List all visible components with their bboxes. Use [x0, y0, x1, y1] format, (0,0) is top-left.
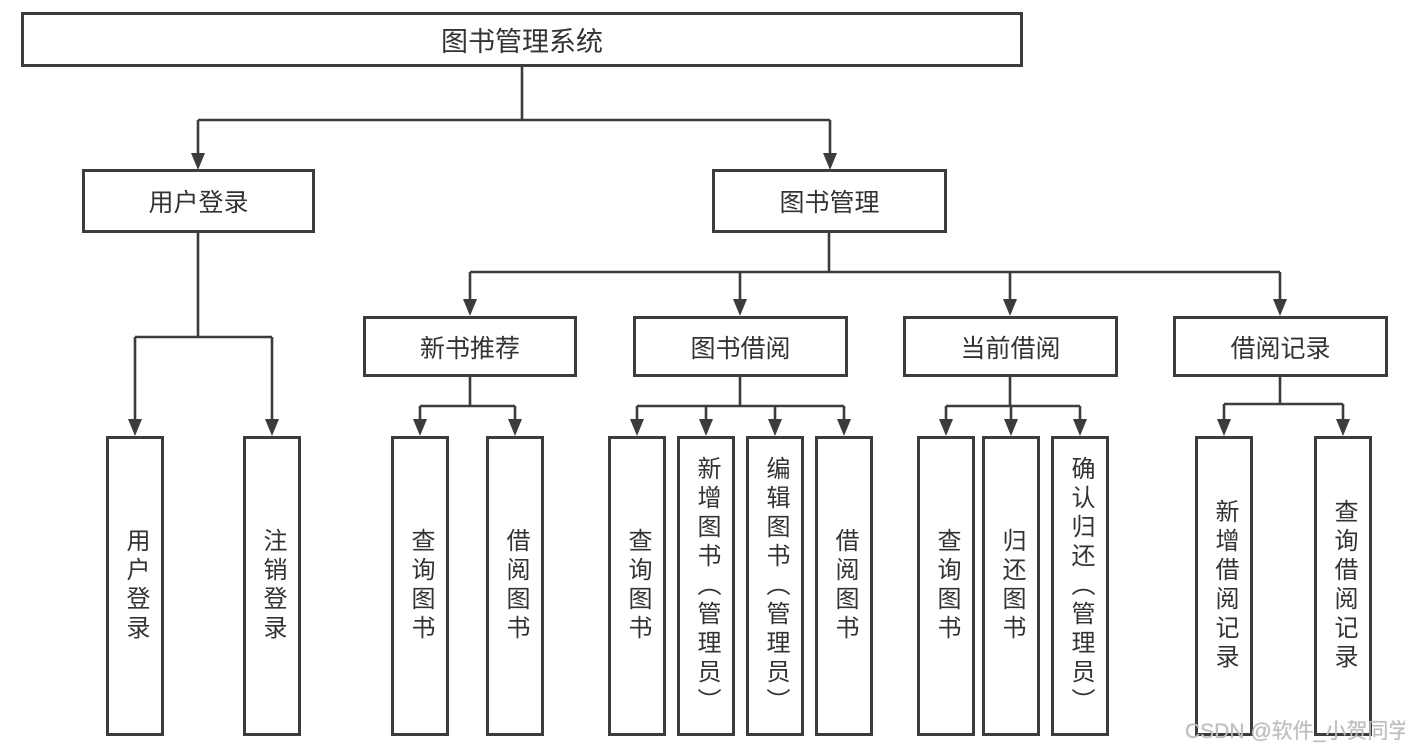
csdn-watermark: CSDN @软件_小贺同学 — [1185, 720, 1405, 743]
node-label: 新增图书（管理员） — [693, 455, 720, 717]
leaf-borrow-books-1: 借阅图书 — [486, 436, 544, 736]
node-label: 借阅图书 — [502, 528, 529, 644]
node-borrowing-records: 借阅记录 — [1173, 316, 1388, 377]
node-label: 查询图书 — [407, 528, 434, 644]
node-label: 查询图书 — [933, 528, 960, 644]
leaf-edit-books-admin: 编辑图书（管理员） — [746, 436, 804, 736]
node-library-management-system: 图书管理系统 — [21, 12, 1023, 67]
node-current-borrowing: 当前借阅 — [903, 316, 1118, 377]
node-label: 编辑图书（管理员） — [762, 455, 789, 717]
leaf-query-books-2: 查询图书 — [608, 436, 666, 736]
node-label: 确认归还（管理员） — [1067, 455, 1094, 717]
node-new-book-recommend: 新书推荐 — [363, 316, 577, 377]
node-user-login-branch: 用户登录 — [82, 169, 315, 233]
node-label: 图书管理系统 — [441, 27, 603, 57]
leaf-confirm-return-admin: 确认归还（管理员） — [1051, 436, 1109, 736]
leaf-logout: 注销登录 — [243, 436, 301, 736]
node-label: 用户登录 — [122, 528, 149, 644]
node-label: 查询借阅记录 — [1330, 499, 1357, 673]
leaf-return-books: 归还图书 — [982, 436, 1040, 736]
node-label: 借阅记录 — [1230, 334, 1331, 363]
leaf-borrow-books-2: 借阅图书 — [815, 436, 873, 736]
node-label: 图书管理 — [779, 189, 880, 217]
leaf-user-login: 用户登录 — [106, 436, 164, 736]
leaf-add-books-admin: 新增图书（管理员） — [677, 436, 735, 736]
leaf-query-books-1: 查询图书 — [391, 436, 449, 736]
node-label: 归还图书 — [998, 528, 1025, 644]
node-label: 新书推荐 — [419, 334, 520, 363]
node-book-borrowing: 图书借阅 — [633, 316, 848, 377]
leaf-add-borrow-record: 新增借阅记录 — [1195, 436, 1253, 736]
node-label: 用户登录 — [148, 189, 249, 217]
leaf-query-borrow-record: 查询借阅记录 — [1314, 436, 1372, 736]
node-label: 注销登录 — [259, 528, 286, 644]
node-book-management: 图书管理 — [712, 169, 947, 233]
node-label: 图书借阅 — [690, 334, 791, 363]
node-label: 新增借阅记录 — [1211, 499, 1238, 673]
node-label: 借阅图书 — [831, 528, 858, 644]
node-label: 当前借阅 — [960, 334, 1061, 363]
node-label: 查询图书 — [624, 528, 651, 644]
leaf-query-books-3: 查询图书 — [917, 436, 975, 736]
